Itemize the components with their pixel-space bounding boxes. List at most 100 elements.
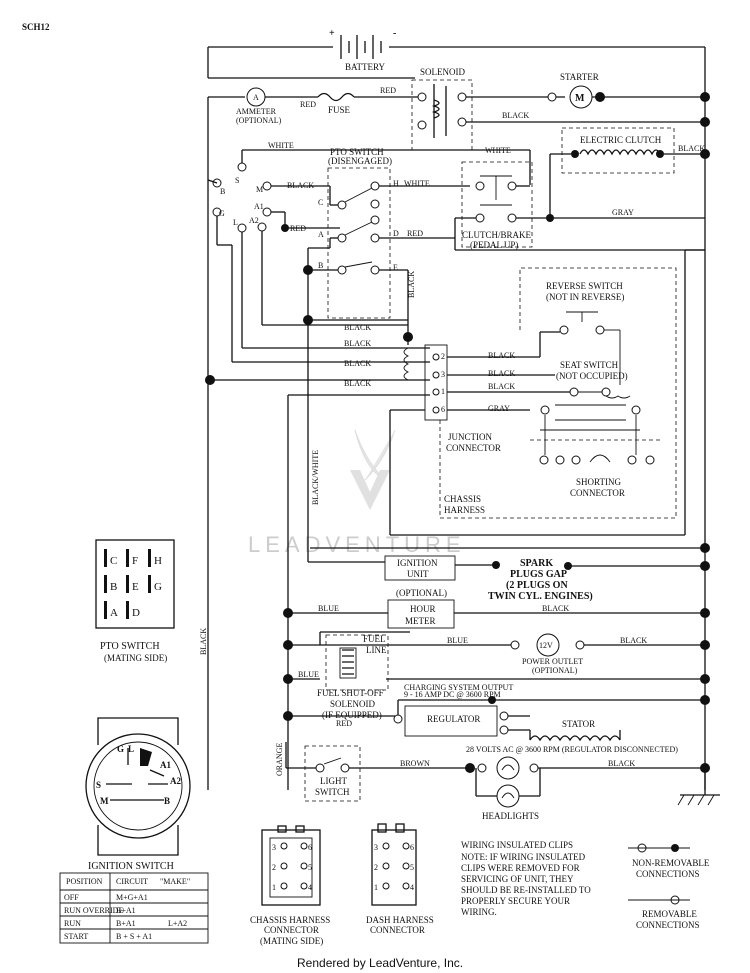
spark-line4: TWIN CYL. ENGINES) [488, 591, 593, 602]
chassis-harness: CHASSIS HARNESS [439, 267, 677, 519]
ammeter: A AMMETER (OPTIONAL) [236, 87, 282, 125]
junction-pin-6: 6 [441, 405, 445, 414]
connector-pin-label: 2 [374, 863, 378, 872]
pto-mating-cell: C [110, 555, 117, 567]
stator: STATOR [529, 719, 621, 742]
wire-red-5: RED [336, 719, 352, 728]
watermark-text: LEADVENTURE [248, 532, 466, 557]
ign-term-m: M [256, 185, 263, 194]
table-header-make: "MAKE" [160, 877, 190, 886]
footer-credit: Rendered by LeadVenture, Inc. [297, 956, 463, 970]
wire-blue-3: BLUE [298, 670, 319, 679]
ign-term-s: S [235, 176, 239, 185]
connector-pin [300, 882, 308, 890]
headlights: HEADLIGHTS [475, 756, 541, 821]
wire-black-white: BLACK/WHITE [311, 450, 320, 505]
hour-meter-sublabel: METER [405, 616, 436, 626]
legend-removable-2: CONNECTIONS [636, 920, 700, 930]
solenoid-label: SOLENOID [420, 67, 465, 77]
pto-term-e: E [393, 263, 398, 272]
connector-pin [300, 862, 308, 870]
wire-black-sol: BLACK [502, 111, 529, 120]
hour-meter-optional: (OPTIONAL) [396, 588, 447, 598]
wire-white-3: WHITE [404, 179, 430, 188]
connector-pin [280, 842, 288, 850]
chassis-conn-line3: (MATING SIDE) [260, 936, 323, 946]
connector-pin [280, 862, 288, 870]
pto-mating-cell: D [132, 607, 140, 619]
power-outlet: 12V POWER OUTLET (OPTIONAL) [510, 633, 585, 675]
clips-note: WIRING INSULATED CLIPS NOTE: IF WIRING I… [461, 840, 591, 917]
ignition-unit-label: IGNITION [397, 558, 438, 568]
starter-symbol: M [575, 93, 585, 104]
pto-mating-cell: H [154, 555, 162, 567]
watermark: LEADVENTURE [248, 429, 466, 557]
wire-black-3: BLACK [344, 339, 371, 348]
connector-pin-label: 5 [410, 863, 414, 872]
connector-pin [300, 842, 308, 850]
wire-black-po: BLACK [620, 636, 647, 645]
connector-pin [402, 862, 410, 870]
wire-red-1: RED [300, 100, 316, 109]
fuel-sol-line2: SOLENOID [330, 699, 375, 709]
seat-switch-sublabel: (NOT OCCUPIED) [556, 371, 628, 381]
dash-conn-line1: DASH HARNESS [366, 915, 434, 925]
clips-note-line: SERVICING OF UNIT, THEY [461, 874, 574, 884]
connector-pin [402, 882, 410, 890]
electric-clutch-label: ELECTRIC CLUTCH [580, 135, 662, 145]
pto-mating-sublabel: (MATING SIDE) [104, 653, 167, 663]
pto-term-a: A [318, 230, 324, 239]
wire-white-2: WHITE [485, 146, 511, 155]
power-outlet-sublabel: (OPTIONAL) [532, 666, 578, 675]
shorting-connector: SHORTING CONNECTOR [539, 454, 655, 498]
light-switch: LIGHT SWITCH [304, 745, 361, 802]
connector-pin-label: 4 [308, 883, 312, 892]
legend-removable-1: REMOVABLE [642, 909, 697, 919]
ignition-unit: IGNITION UNIT [384, 555, 456, 581]
wire-black-hl: BLACK [608, 759, 635, 768]
clips-note-line: WIRING. [461, 907, 497, 917]
wire-red-2: RED [380, 86, 396, 95]
power-outlet-symbol: 12V [539, 641, 553, 650]
junction-pin-3: 3 [441, 370, 445, 379]
schematic-code: SCH12 [22, 22, 50, 32]
fuel-shutoff-solenoid: FUEL SHUT-OFF SOLENOID (IF EQUIPPED) [317, 688, 384, 720]
connection-legend: NON-REMOVABLE CONNECTIONS REMOVABLE CONN… [628, 843, 710, 930]
fuel-sol-line1: FUEL SHUT-OFF [317, 688, 384, 698]
shorting-connector-sublabel: CONNECTOR [570, 488, 625, 498]
reverse-switch-sublabel: (NOT IN REVERSE) [546, 292, 624, 302]
hour-meter: HOUR METER [387, 599, 455, 629]
pto-mating-tab [148, 575, 151, 593]
table-cell: OFF [64, 893, 79, 902]
pto-term-h: H [393, 179, 399, 188]
wire-black-7: BLACK [488, 369, 515, 378]
wire-blue-1: BLUE [318, 604, 339, 613]
wire-black-4: BLACK [344, 359, 371, 368]
ammeter-label: AMMETER [236, 107, 277, 116]
wire-gray-1: GRAY [612, 208, 634, 217]
pto-mating-tab [126, 575, 129, 593]
clips-note-line: CLIPS WERE REMOVED FOR [461, 863, 580, 873]
pto-mating-cell: B [110, 581, 117, 593]
ign-term-l: L [233, 218, 238, 227]
fuel-line: FUEL LINE [325, 634, 389, 691]
wire-black-main: BLACK [199, 628, 208, 655]
charging-line2: 9 - 16 AMP DC @ 3600 RPM [404, 690, 501, 699]
spark-plugs: SPARK PLUGS GAP (2 PLUGS ON TWIN CYL. EN… [488, 558, 593, 602]
wire-red-3: RED [290, 224, 306, 233]
light-switch-label: LIGHT [320, 776, 347, 786]
connector-pin-label: 5 [308, 863, 312, 872]
hour-meter-label: HOUR [410, 604, 436, 614]
ignition-switch-title: IGNITION SWITCH [88, 861, 174, 872]
reverse-switch-label: REVERSE SWITCH [546, 281, 623, 291]
connector-pin [382, 842, 390, 850]
wire-red-4: RED [407, 229, 423, 238]
clutch-brake-switch: CLUTCH/BRAKE (PEDAL UP) [461, 161, 533, 250]
clips-note-title: WIRING INSULATED CLIPS [461, 840, 573, 850]
legend-nonremovable-2: CONNECTIONS [636, 869, 700, 879]
ignition-unit-sublabel: UNIT [407, 569, 429, 579]
table-cell: B+A1 [116, 906, 136, 915]
connector-pin-label: 1 [374, 883, 378, 892]
